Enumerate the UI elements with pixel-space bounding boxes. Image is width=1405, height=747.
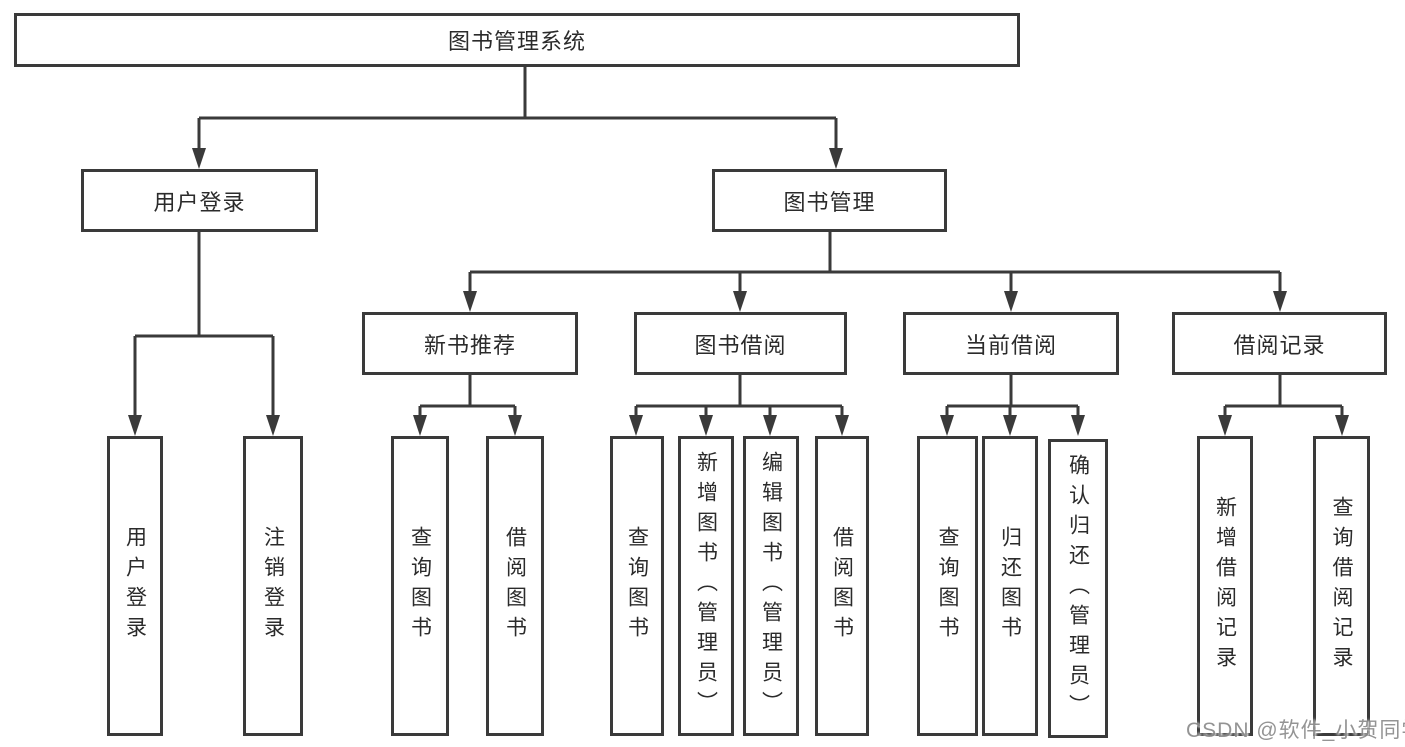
node-current-borrow: 当前借阅 xyxy=(903,312,1119,375)
leaf-cb-query-books: 查询图书 xyxy=(917,436,978,736)
connector-user-login-to-leaves xyxy=(128,232,280,436)
node-root-label: 图书管理系统 xyxy=(447,29,586,54)
leaf-br-add-record-label: 新增借阅记录 xyxy=(1213,496,1237,676)
node-book-management: 图书管理 xyxy=(712,169,947,232)
leaf-cb-confirm-return-admin: 确认归还（管理员） xyxy=(1048,439,1108,738)
node-new-book-recommend-label: 新书推荐 xyxy=(423,332,516,358)
node-book-borrow-label: 图书借阅 xyxy=(694,332,787,358)
connector-book-mgmt-to-level3 xyxy=(463,232,1287,312)
node-user-login: 用户登录 xyxy=(81,169,318,232)
leaf-nb-query-books: 查询图书 xyxy=(391,436,449,736)
node-book-management-label: 图书管理 xyxy=(783,189,876,215)
leaf-br-query-record: 查询借阅记录 xyxy=(1313,436,1370,736)
connector-root-to-level2 xyxy=(192,67,843,169)
leaf-bb-query-books-label: 查询图书 xyxy=(625,526,649,646)
leaf-logout: 注销登录 xyxy=(243,436,303,736)
connector-new-books-to-leaves xyxy=(413,375,522,436)
leaf-nb-borrow-books: 借阅图书 xyxy=(486,436,544,736)
leaf-bb-edit-books-admin-label: 编辑图书（管理员） xyxy=(759,451,783,721)
node-borrow-records-label: 借阅记录 xyxy=(1233,332,1326,358)
leaf-cb-query-books-label: 查询图书 xyxy=(936,526,959,646)
node-user-login-label: 用户登录 xyxy=(153,189,246,215)
leaf-logout-label: 注销登录 xyxy=(261,526,285,646)
node-current-borrow-label: 当前借阅 xyxy=(964,332,1057,358)
leaf-br-query-record-label: 查询借阅记录 xyxy=(1330,496,1353,676)
connector-borrow-records-to-leaves xyxy=(1218,375,1349,436)
leaf-br-add-record: 新增借阅记录 xyxy=(1197,436,1253,736)
leaf-nb-query-books-label: 查询图书 xyxy=(408,526,432,646)
leaf-cb-confirm-return-admin-label: 确认归还（管理员） xyxy=(1066,453,1090,724)
node-borrow-records: 借阅记录 xyxy=(1172,312,1387,375)
node-new-book-recommend: 新书推荐 xyxy=(362,312,578,375)
leaf-user-login: 用户登录 xyxy=(107,436,163,736)
connector-current-borrow-to-leaves xyxy=(940,375,1085,436)
leaf-user-login-label: 用户登录 xyxy=(123,526,147,646)
node-root: 图书管理系统 xyxy=(14,13,1020,67)
leaf-bb-edit-books-admin: 编辑图书（管理员） xyxy=(743,436,799,736)
leaf-cb-return-books: 归还图书 xyxy=(982,436,1038,736)
leaf-bb-query-books: 查询图书 xyxy=(610,436,664,736)
leaf-cb-return-books-label: 归还图书 xyxy=(998,526,1022,646)
csdn-watermark: CSDN @软件_小贺同学 xyxy=(1186,719,1405,742)
leaf-nb-borrow-books-label: 借阅图书 xyxy=(503,526,527,646)
connector-book-borrow-to-leaves xyxy=(629,375,849,436)
leaf-bb-add-books-admin: 新增图书（管理员） xyxy=(678,436,734,736)
node-book-borrow: 图书借阅 xyxy=(634,312,847,375)
leaf-bb-add-books-admin-label: 新增图书（管理员） xyxy=(694,451,718,721)
leaf-bb-borrow-books: 借阅图书 xyxy=(815,436,869,736)
leaf-bb-borrow-books-label: 借阅图书 xyxy=(830,526,854,646)
